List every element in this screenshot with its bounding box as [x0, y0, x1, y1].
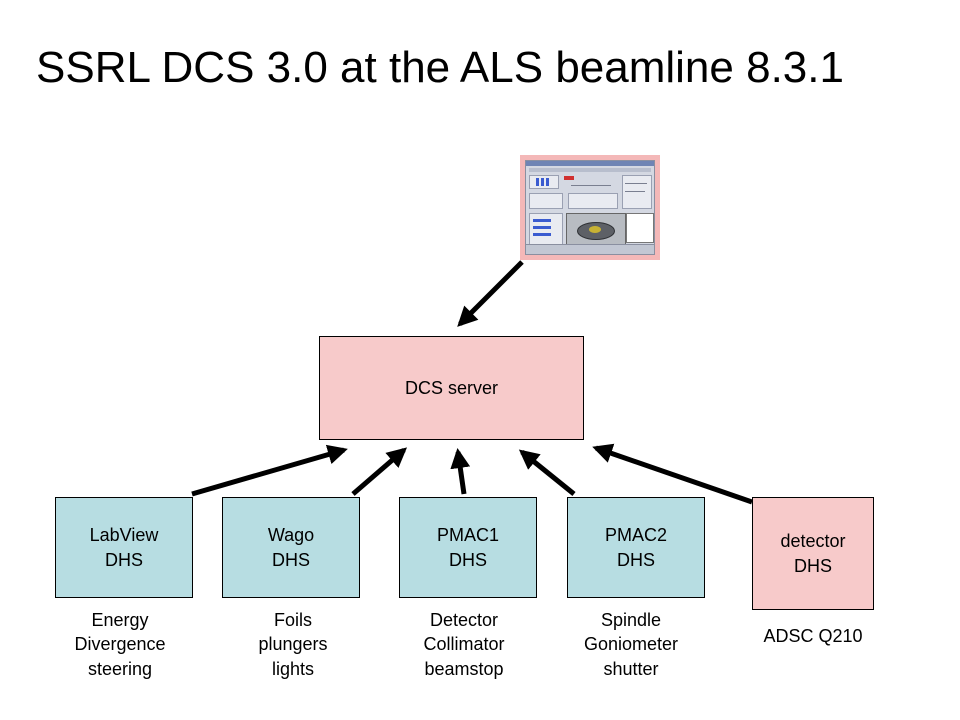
pmac1-caption: Detector Collimator beamstop	[423, 610, 505, 679]
pmac1-dhs-box: PMAC1 DHS	[399, 497, 537, 598]
detector-dhs-box: detector DHS	[752, 497, 874, 610]
page-title: SSRL DCS 3.0 at the ALS beamline 8.3.1	[36, 43, 844, 92]
gui-marker	[541, 178, 544, 186]
arrow-labview-to-server	[191, 444, 348, 497]
gui-text-line	[571, 185, 611, 186]
gui-panel	[622, 175, 652, 209]
dhs-label: Wago DHS	[267, 525, 315, 570]
dhs-label: LabView DHS	[89, 525, 159, 570]
gui-marker	[536, 178, 539, 186]
dcs-server-label: DCS server	[404, 377, 498, 398]
crystal-marker	[589, 226, 601, 233]
pmac2-caption: Spindle Goniometer shutter	[583, 610, 679, 679]
dcs-server-box: DCS server	[319, 336, 584, 440]
wago-dhs-box: Wago DHS	[222, 497, 360, 598]
arrow-wago-to-server	[351, 447, 408, 496]
labview-caption: Energy Divergence steering	[74, 610, 166, 679]
dhs-label: PMAC1 DHS	[436, 525, 499, 570]
gui-marker	[546, 178, 549, 186]
gui-screenshot-icon	[520, 155, 660, 260]
gui-plot	[626, 213, 654, 243]
gui-video-view	[566, 213, 626, 247]
gui-text-line	[625, 191, 645, 192]
gui-window	[525, 160, 655, 255]
gui-tabs	[529, 168, 651, 172]
dhs-label: detector DHS	[780, 531, 846, 576]
gui-statusbar	[526, 244, 654, 254]
gui-text-line	[625, 183, 647, 184]
detector-caption: ADSC Q210	[763, 626, 863, 646]
gui-panel	[568, 193, 618, 209]
gui-alert	[564, 176, 574, 180]
dhs-label: PMAC2 DHS	[604, 525, 667, 570]
gui-panel	[529, 193, 563, 209]
arrow-detector-to-server	[592, 443, 753, 505]
gui-button	[533, 226, 551, 229]
arrow-gui-to-server	[457, 260, 524, 327]
pmac2-dhs-box: PMAC2 DHS	[567, 497, 705, 598]
gui-titlebar	[526, 161, 654, 166]
arrow-pmac2-to-server	[518, 449, 576, 496]
wago-caption: Foils plungers lights	[258, 610, 328, 679]
gui-button	[533, 233, 551, 236]
arrow-pmac1-to-server	[450, 448, 471, 495]
labview-dhs-box: LabView DHS	[55, 497, 193, 598]
gui-button	[533, 219, 551, 222]
